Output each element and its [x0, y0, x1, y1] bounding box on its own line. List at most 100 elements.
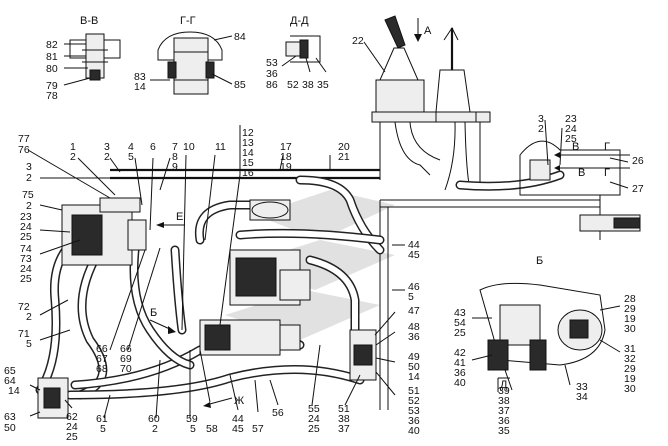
callout-37-b2: 37: [498, 405, 510, 417]
callout-57: 57: [252, 423, 264, 435]
callout-4: 4: [128, 141, 134, 153]
callout-43: 43: [454, 307, 466, 319]
callout-9: 9: [172, 161, 178, 173]
callout-40-b: 40: [408, 425, 420, 437]
callout-23: 23: [20, 211, 32, 223]
callout-25: 25: [20, 231, 32, 243]
callout-65: 65: [4, 365, 16, 377]
callout-38: 38: [302, 79, 314, 91]
callout-48: 48: [408, 321, 420, 333]
callout-35: 35: [317, 79, 329, 91]
callout-2-d: 2: [152, 423, 158, 435]
callout-73: 73: [20, 253, 32, 265]
callout-5-c: 5: [190, 423, 196, 435]
callout-61: 61: [96, 413, 108, 425]
view-marker-e: Е: [176, 211, 183, 223]
callout-77: 77: [18, 133, 30, 145]
callout-39: 39: [498, 385, 510, 397]
arrow-d: [497, 377, 510, 392]
view-marker-b-label: Б: [536, 255, 543, 267]
callout-44-mid: 44: [408, 239, 420, 251]
callout-54: 54: [454, 317, 466, 329]
callout-24: 24: [20, 221, 32, 233]
callout-25-b2: 25: [454, 327, 466, 339]
callout-52-b: 52: [408, 395, 420, 407]
control-levers-unit: [371, 15, 491, 191]
callout-23-right: 23: [565, 113, 577, 125]
detail-view-b: [479, 282, 606, 371]
callout-11: 11: [215, 141, 226, 153]
callout-40-b2: 40: [454, 377, 466, 389]
callout-25-right: 25: [565, 133, 577, 145]
callout-59: 59: [186, 413, 198, 425]
callout-18: 18: [280, 151, 292, 163]
callout-19: 19: [280, 161, 292, 173]
callout-83: 83: [134, 71, 146, 83]
leader-lines: [27, 119, 629, 419]
section-vv-drawing: [63, 33, 121, 86]
filter-unit: [249, 199, 291, 221]
callout-36: 36: [266, 68, 278, 80]
valve-block: [199, 319, 301, 356]
callout-5-a: 5: [26, 338, 32, 350]
callout-14-top: 14: [242, 147, 254, 159]
callout-26: 26: [632, 155, 644, 167]
callout-75: 75: [22, 189, 34, 201]
callout-72: 72: [18, 301, 30, 313]
distributor-block: [229, 249, 311, 306]
callout-3-top: 3: [104, 141, 110, 153]
callout-76: 76: [18, 144, 30, 156]
callout-37-a: 37: [338, 423, 350, 435]
callout-5-top: 5: [128, 151, 134, 163]
section-gg-drawing: [150, 31, 233, 95]
arrow-zh: [203, 397, 233, 408]
arrow-b-left: [149, 319, 176, 334]
callout-50-left: 50: [4, 422, 16, 434]
callout-17: 17: [280, 141, 292, 153]
callout-24-d: 24: [308, 413, 320, 425]
callout-33: 33: [576, 381, 588, 393]
callout-47: 47: [408, 305, 420, 317]
callout-25-b: 25: [20, 273, 32, 285]
section-title-vv: В-В: [80, 15, 98, 27]
callout-36-b: 36: [408, 415, 420, 427]
callout-67: 67: [96, 353, 108, 365]
callout-2-top-b: 2: [104, 151, 110, 163]
tank-fitting-left: [37, 377, 69, 419]
callout-41: 41: [454, 357, 466, 369]
callout-42: 42: [454, 347, 466, 359]
view-marker-zh: Ж: [234, 395, 244, 407]
callout-8: 8: [172, 151, 178, 163]
view-marker-d: Д: [500, 379, 508, 391]
callout-24-b: 24: [20, 263, 32, 275]
callout-29-b: 29: [624, 363, 636, 375]
callout-5-b: 5: [100, 423, 106, 435]
callout-70: 70: [120, 363, 132, 375]
callout-3-left: 3: [26, 161, 32, 173]
callout-46: 46: [408, 281, 420, 293]
view-marker-v-2: В: [578, 167, 585, 179]
callout-1: 1: [70, 141, 76, 153]
section-dd-drawing: [281, 35, 327, 73]
callout-21: 21: [338, 151, 350, 163]
callout-19-a: 19: [624, 313, 636, 325]
callout-31: 31: [624, 343, 636, 355]
arrows-vg: [554, 152, 630, 171]
arrow-e: [156, 222, 185, 228]
callout-3-right: 3: [538, 113, 544, 125]
callout-30-a: 30: [624, 323, 636, 335]
callout-28: 28: [624, 293, 636, 305]
callout-2-top: 2: [70, 151, 76, 163]
callout-2-right: 2: [538, 123, 544, 135]
callout-51-b: 51: [408, 385, 420, 397]
right-cylinder: [579, 214, 641, 232]
callout-14-left: 14: [8, 385, 20, 397]
callout-2-c: 2: [26, 311, 32, 323]
callout-81: 81: [46, 51, 58, 63]
callout-15: 15: [242, 157, 254, 169]
callout-58: 58: [206, 423, 218, 435]
callout-49: 49: [408, 351, 420, 363]
callout-38-b2: 38: [498, 395, 510, 407]
